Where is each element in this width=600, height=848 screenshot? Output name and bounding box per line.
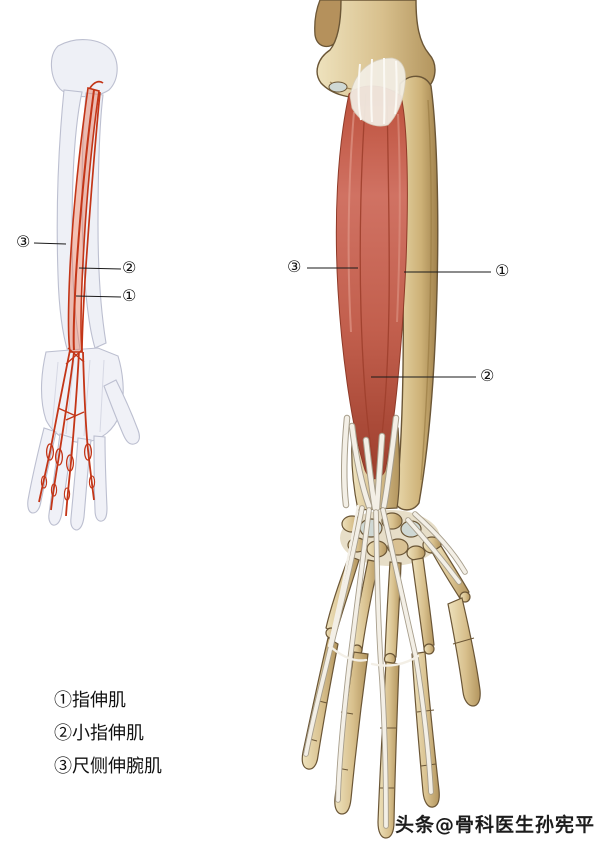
small-label-2: ②: [122, 258, 137, 277]
legend-item-extensor-carpi-ulnaris: ③尺侧伸腕肌: [54, 756, 162, 776]
large-figure-label-lines: [307, 267, 491, 378]
small-figure-label-lines: [33, 242, 122, 298]
schematic-muscles: [38, 80, 104, 517]
legend-item-extensor-digiti-minimi: ②小指伸肌: [54, 723, 144, 743]
small-label-1: ①: [122, 286, 137, 305]
proximal-tendon-fascia: [349, 57, 406, 127]
schematic-bones: [27, 39, 140, 531]
legend-item-extensor-digitorum: ①指伸肌: [54, 690, 126, 710]
extensor-muscle-mass: [335, 85, 408, 480]
large-label-2: ②: [480, 366, 495, 385]
legend: ①指伸肌 ②小指伸肌 ③尺侧伸腕肌: [54, 684, 162, 783]
watermark: 头条@骨科医生孙宪平: [394, 814, 595, 836]
large-label-1: ①: [495, 261, 510, 280]
small-label-3: ③: [16, 232, 31, 251]
schematic-forearm-figure: [27, 39, 140, 531]
large-label-3: ③: [287, 257, 302, 276]
detailed-forearm-figure: [301, 0, 491, 839]
extensor-tendon-fan: [303, 504, 468, 829]
distal-tendons: [340, 414, 400, 512]
